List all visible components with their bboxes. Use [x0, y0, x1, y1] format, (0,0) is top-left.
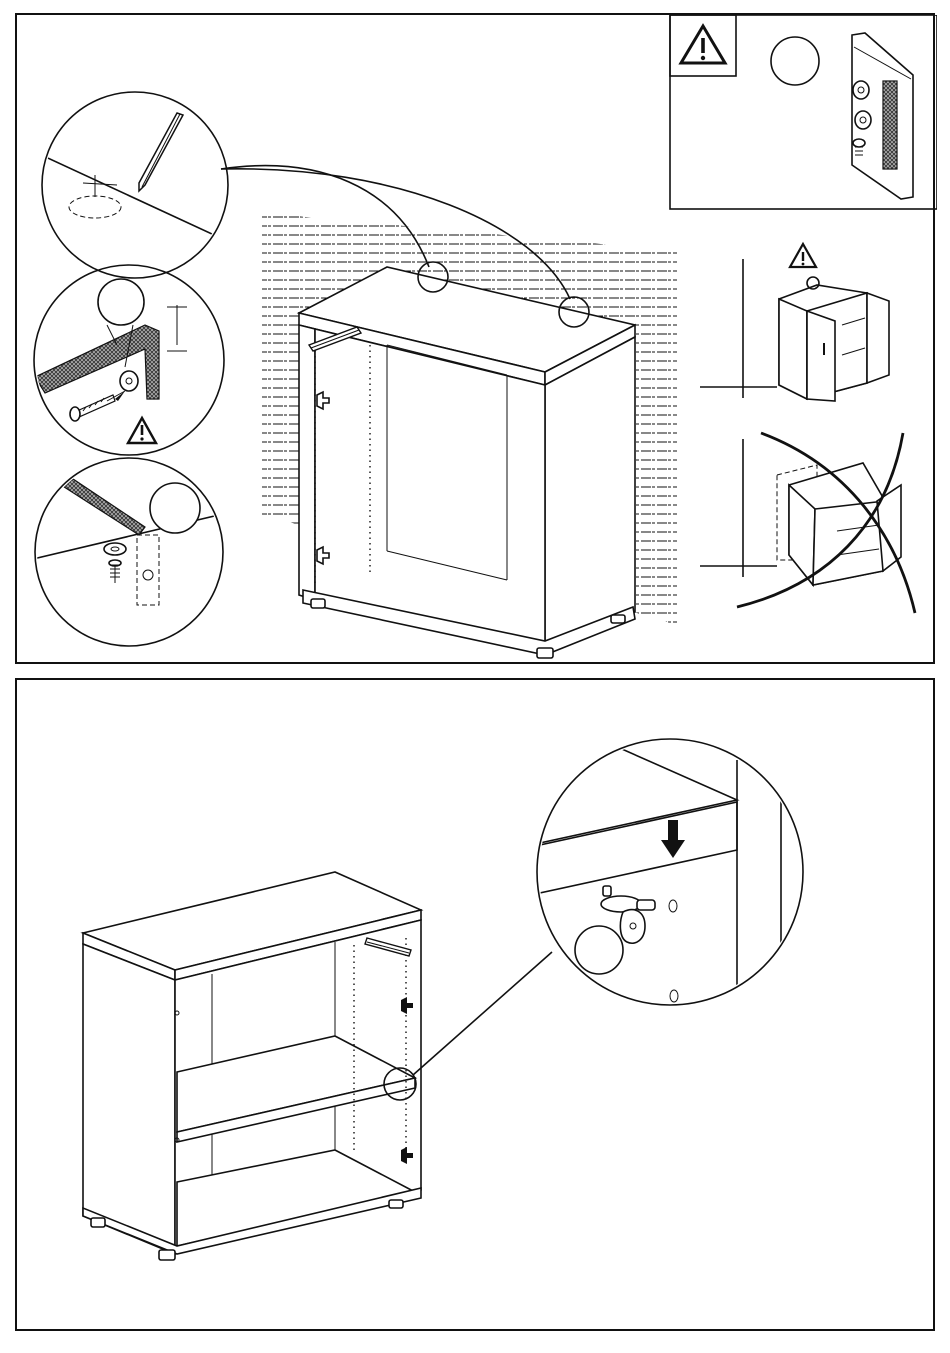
cabinet-with-shelf — [83, 872, 421, 1260]
step-panel-shelf-support — [15, 678, 935, 1331]
side-view-correct-anchored — [700, 244, 889, 401]
warning-triangle-icon — [681, 26, 725, 63]
detail-screw-bracket-to-cabinet — [29, 458, 227, 646]
pencil-icon — [139, 113, 183, 191]
warning-triangle-icon — [790, 244, 816, 267]
hardware-box — [670, 15, 937, 209]
side-view-tipping-crossed — [700, 433, 915, 613]
anti-tip-fitting-pack-icon — [852, 33, 913, 199]
step-panel-anti-tip — [15, 13, 935, 664]
detail-fix-bracket-to-wall — [34, 265, 224, 455]
detail-mark-drill-position — [37, 92, 228, 278]
shelf-support-illustration — [17, 680, 937, 1333]
warning-triangle-icon — [128, 418, 156, 443]
detail-shelf-support-pin — [437, 738, 803, 1005]
cabinet-carcass — [299, 267, 635, 658]
screw-icon — [109, 560, 121, 583]
screw-icon — [70, 395, 115, 421]
anti-tip-illustration — [17, 15, 937, 666]
